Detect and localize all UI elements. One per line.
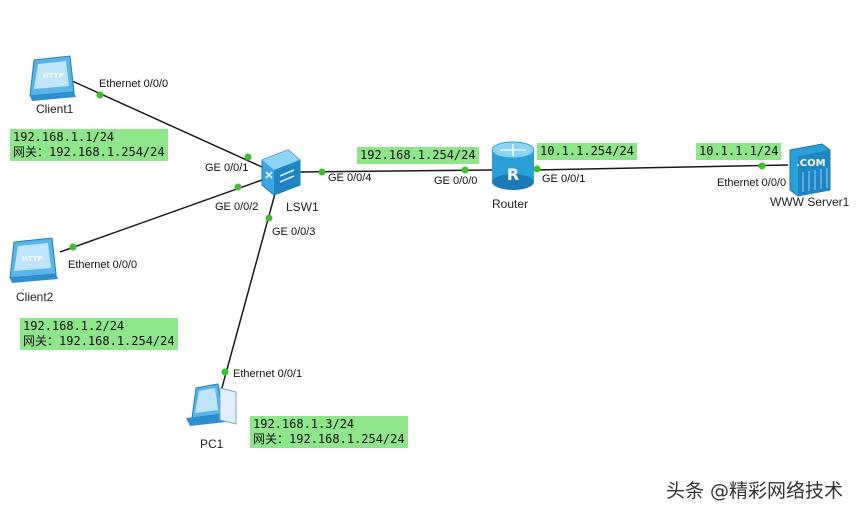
switch-name: LSW1: [286, 200, 319, 214]
port-dot-server: [758, 162, 766, 170]
router-outside-ip-note: 10.1.1.254/24: [537, 143, 637, 160]
pc1-name: PC1: [200, 437, 224, 451]
port-dot-lsw1-ge001: [244, 153, 252, 161]
port-dot-router-ge000: [461, 166, 469, 174]
switch-icon[interactable]: [261, 149, 301, 196]
client1-ip: 192.168.1.1/24: [13, 130, 115, 144]
router-ge001-label: GE 0/0/1: [542, 173, 586, 185]
server-ip-note: 10.1.1.1/24: [696, 143, 782, 160]
client2-icon[interactable]: HTTP: [9, 237, 58, 283]
client1-gateway-label: 网关：: [13, 145, 50, 159]
pc1-gateway-label: 网关：: [253, 432, 290, 446]
port-dot-lsw1-ge004: [318, 168, 326, 176]
link-pc1-lsw1: [219, 189, 277, 396]
port-dot-client2: [69, 243, 77, 251]
link-lsw1-router: [297, 169, 493, 173]
pc1-address-note: 192.168.1.3/24 网关：192.168.1.254/24: [250, 416, 408, 448]
link-client2-lsw1: [59, 179, 263, 253]
link-router-server: [534, 164, 789, 171]
router-icon[interactable]: R: [491, 141, 535, 190]
port-dot-router-ge001: [533, 165, 541, 173]
client2-gateway-value: 192.168.1.254/24: [59, 334, 175, 348]
pc1-port-label: Ethernet 0/0/1: [233, 368, 303, 380]
pc-icon[interactable]: [186, 383, 237, 426]
server-port-label: Ethernet 0/0/0: [717, 177, 787, 189]
server-name: WWW Server1: [770, 195, 850, 209]
watermark: 头条 @精彩网络技术: [665, 480, 843, 502]
client1-icon[interactable]: HTTP: [29, 55, 76, 101]
router-ge000-label: GE 0/0/0: [434, 175, 478, 187]
port-dot-lsw1-ge002: [234, 183, 242, 191]
client1-address-note: 192.168.1.1/24 网关：192.168.1.254/24: [10, 129, 168, 161]
router-name: Router: [492, 197, 529, 211]
client1-name: Client1: [36, 102, 74, 116]
svg-text:.COM: .COM: [796, 158, 826, 169]
client1-port-label: Ethernet 0/0/0: [99, 78, 169, 90]
router-inside-ip-note: 192.168.1.254/24: [357, 147, 479, 164]
client1-gateway-value: 192.168.1.254/24: [49, 145, 165, 159]
client2-name: Client2: [16, 290, 54, 304]
client2-address-note: 192.168.1.2/24 网关：192.168.1.254/24: [20, 318, 178, 350]
client2-gateway-label: 网关：: [23, 334, 60, 348]
svg-text:R: R: [507, 165, 519, 184]
pc1-ip: 192.168.1.3/24: [253, 417, 355, 431]
lsw1-ge004-label: GE 0/0/4: [328, 172, 372, 184]
client2-gateway: 网关：192.168.1.254/24: [23, 334, 175, 349]
server-icon[interactable]: .COM: [789, 143, 831, 197]
lsw1-ge003-label: GE 0/0/3: [272, 226, 316, 238]
svg-text:HTTP: HTTP: [22, 255, 43, 263]
lsw1-ge001-label: GE 0/0/1: [205, 162, 249, 174]
pc1-gateway: 网关：192.168.1.254/24: [253, 432, 405, 447]
svg-text:HTTP: HTTP: [43, 72, 64, 80]
client2-ip: 192.168.1.2/24: [23, 319, 125, 333]
client1-gateway: 网关：192.168.1.254/24: [13, 145, 165, 160]
port-dot-pc1: [221, 368, 229, 376]
client2-port-label: Ethernet 0/0/0: [68, 259, 138, 271]
lsw1-ge002-label: GE 0/0/2: [215, 201, 259, 213]
port-dot-lsw1-ge003: [265, 214, 273, 222]
pc1-gateway-value: 192.168.1.254/24: [289, 432, 405, 446]
port-dot-client1: [96, 91, 104, 99]
